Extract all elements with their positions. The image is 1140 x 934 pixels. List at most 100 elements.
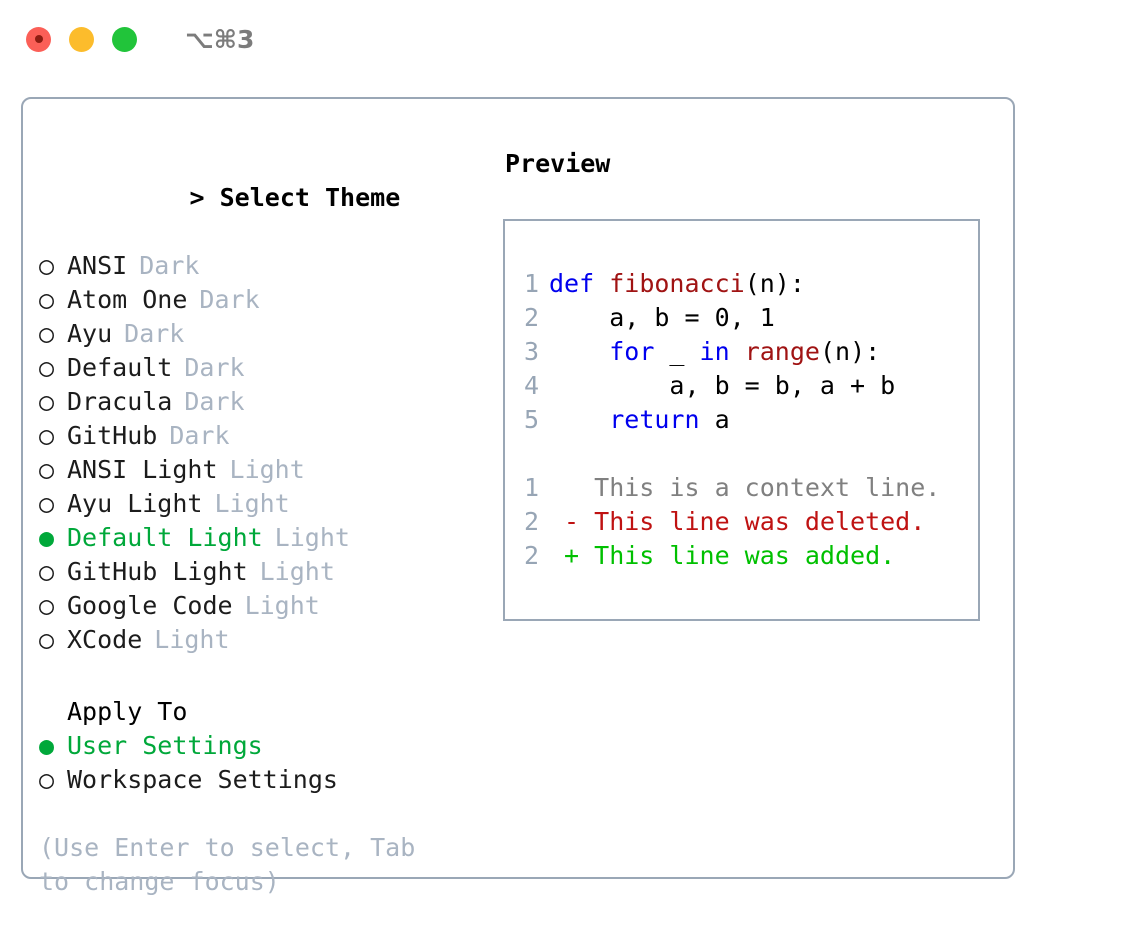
code-token-plain — [730, 337, 745, 366]
code-token-fn: range — [744, 337, 820, 366]
radio-unselected-icon: ○ — [39, 319, 55, 348]
code-token-plain: a, b = b, a + b — [549, 371, 896, 400]
maximize-window-button[interactable] — [112, 26, 137, 52]
apply-to-section: Apply To ● User Settings ○ Workspace Settin… — [39, 695, 503, 797]
theme-option-tag: Light — [214, 489, 290, 518]
code-line-text: def fibonacci(n): — [549, 267, 805, 301]
theme-option-tag: Light — [229, 455, 305, 484]
diff-line-context: 1 This is a context line. — [505, 471, 978, 505]
theme-option-label: Atom One — [67, 285, 188, 314]
diff-line-number: 2 — [523, 541, 539, 570]
preview-title: Preview — [505, 149, 611, 178]
diff-line-text: - This line was deleted. — [549, 507, 926, 536]
diff-line-text: This is a context line. — [549, 473, 941, 502]
code-token-plain: _ — [654, 337, 700, 366]
apply-to-option-user-settings[interactable]: ● User Settings — [39, 729, 503, 763]
theme-option-atom-one[interactable]: ○ Atom One Dark — [39, 283, 503, 317]
minimize-window-button[interactable] — [69, 26, 94, 52]
theme-option-label: ANSI Light — [67, 455, 218, 484]
code-token-kw: in — [699, 337, 730, 366]
diff-preview: 1 This is a context line.2 - This line w… — [505, 471, 978, 573]
radio-unselected-icon: ○ — [39, 285, 55, 314]
code-token-plain — [549, 337, 609, 366]
theme-option-tag: Light — [244, 591, 320, 620]
theme-option-tag: Light — [274, 523, 350, 552]
theme-option-ayu[interactable]: ○ Ayu Dark — [39, 317, 503, 351]
code-line-number: 1 — [523, 269, 539, 298]
code-line: 5 return a — [505, 403, 978, 437]
apply-to-option-list: ● User Settings ○ Workspace Settings — [39, 729, 503, 797]
code-token-plain: a — [699, 405, 730, 434]
theme-option-tag: Light — [259, 557, 335, 586]
code-line-text: a, b = b, a + b — [549, 369, 895, 403]
select-theme-title: Select Theme — [219, 183, 401, 212]
keyboard-hint-text: (Use Enter to select, Tab to change focu… — [39, 833, 431, 896]
theme-option-label: XCode — [67, 625, 143, 654]
code-token-fn: fibonacci — [609, 269, 745, 298]
select-theme-header: > Select Theme — [39, 147, 503, 249]
code-line-text: for _ in range(n): — [549, 335, 880, 369]
theme-option-label: Google Code — [67, 591, 233, 620]
code-line-number: 2 — [523, 303, 539, 332]
apply-to-option-workspace-settings[interactable]: ○ Workspace Settings — [39, 763, 503, 797]
radio-unselected-icon: ○ — [39, 353, 55, 382]
theme-option-tag: Dark — [184, 353, 245, 382]
theme-option-tag: Dark — [124, 319, 185, 348]
radio-selected-icon: ● — [39, 731, 55, 760]
theme-option-label: GitHub Light — [67, 557, 248, 586]
code-token-kw: return — [609, 405, 700, 434]
radio-unselected-icon: ○ — [39, 421, 55, 450]
theme-option-tag: Dark — [169, 421, 230, 450]
theme-option-label: Ayu — [67, 319, 113, 348]
close-window-button[interactable] — [26, 26, 51, 52]
radio-unselected-icon: ○ — [39, 387, 55, 416]
theme-option-label: Dracula — [67, 387, 173, 416]
radio-unselected-icon: ○ — [39, 251, 55, 280]
diff-line-del: 2 - This line was deleted. — [505, 505, 978, 539]
radio-unselected-icon: ○ — [39, 625, 55, 654]
focus-caret: > — [189, 183, 220, 212]
apply-to-option-label: Workspace Settings — [67, 765, 338, 794]
code-line: 3 for _ in range(n): — [505, 335, 978, 369]
code-line: 4 a, b = b, a + b — [505, 369, 978, 403]
apply-to-header: Apply To — [67, 697, 188, 726]
code-line-number: 3 — [523, 337, 539, 366]
traffic-lights — [26, 26, 137, 52]
theme-option-ansi-light[interactable]: ○ ANSI Light Light — [39, 453, 503, 487]
theme-option-dracula[interactable]: ○ Dracula Dark — [39, 385, 503, 419]
theme-option-tag: Light — [154, 625, 230, 654]
theme-option-label: Ayu Light — [67, 489, 203, 518]
code-line-text: return a — [549, 403, 730, 437]
code-token-plain: (n): — [819, 337, 881, 366]
radio-unselected-icon: ○ — [39, 455, 55, 484]
diff-line-number: 2 — [523, 507, 539, 536]
code-line: 1 def fibonacci(n): — [505, 267, 978, 301]
theme-option-xcode[interactable]: ○ XCode Light — [39, 623, 503, 657]
theme-option-tag: Dark — [199, 285, 260, 314]
radio-unselected-icon: ○ — [39, 557, 55, 586]
radio-unselected-icon: ○ — [39, 765, 55, 794]
diff-line-text: + This line was added. — [549, 541, 896, 570]
theme-option-github-light[interactable]: ○ GitHub Light Light — [39, 555, 503, 589]
code-line: 2 a, b = 0, 1 — [505, 301, 978, 335]
code-line-number: 5 — [523, 405, 539, 434]
theme-option-tag: Dark — [184, 387, 245, 416]
diff-line-number: 1 — [523, 473, 539, 502]
apply-to-option-label: User Settings — [67, 731, 263, 760]
code-token-plain: a, b = 0, 1 — [549, 303, 775, 332]
code-line-number: 4 — [523, 371, 539, 400]
